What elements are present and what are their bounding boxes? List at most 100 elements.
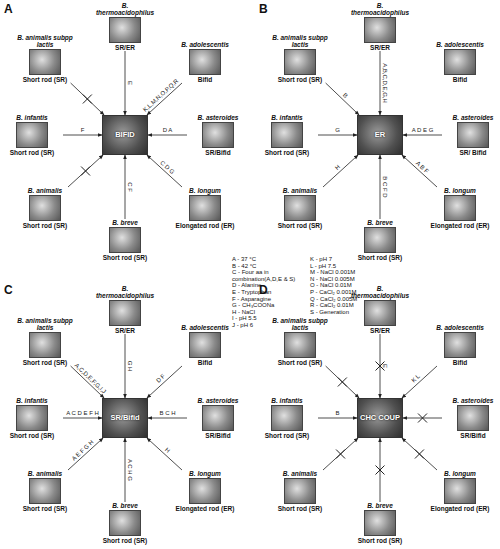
key-entry: B - 42 °C <box>232 263 308 270</box>
strain-micrograph-box: B. thermoacidophilusSR/ER <box>349 2 411 51</box>
morphology-label: SR/ER <box>94 44 156 51</box>
micrograph-image <box>189 49 221 75</box>
condition-codes: A,C,D,E,F,G,I,J <box>74 362 108 394</box>
micrograph-image <box>457 122 489 148</box>
species-name: B. animalis <box>14 470 76 477</box>
strain-micrograph-box: B. thermoacidophilusSR/ER <box>349 285 411 334</box>
key-entry: H - NaCl <box>232 309 308 316</box>
morphology-label: Short rod (SR) <box>269 505 331 512</box>
strain-micrograph-box: B. infantisShort rod (SR) <box>256 114 318 156</box>
condition-codes: G H <box>127 361 133 372</box>
center-micrograph: ER <box>357 115 403 155</box>
condition-codes: H <box>334 164 341 171</box>
micrograph-image <box>284 478 316 504</box>
condition-arrow <box>125 438 126 502</box>
strain-micrograph-box: B. animalis subpp lactisShort rod (SR) <box>14 317 76 366</box>
condition-arrow <box>147 438 182 470</box>
strain-micrograph-box: B. asteroidesSR/Bifid <box>442 397 500 439</box>
key-column: K - pH 7L - pH 7.5M - NaCl 0.001MN - NaC… <box>310 256 360 315</box>
condition-arrow <box>318 135 357 136</box>
condition-arrow <box>402 438 437 470</box>
key-entry: P - CaCl₂ 0.001M <box>310 289 360 296</box>
morphology-label: Short rod (SR) <box>269 76 331 83</box>
species-name: B. breve <box>349 219 411 226</box>
strain-micrograph-box: B. animalis subpp lactisShort rod (SR) <box>14 34 76 83</box>
strain-micrograph-box: B. adolescentisBifid <box>429 324 491 366</box>
micrograph-image <box>284 332 316 358</box>
species-name: B. longum <box>429 470 491 477</box>
strain-micrograph-box: B. longumElongated rod (ER) <box>174 187 236 229</box>
strain-micrograph-box: B. asteroidesSR/Bifid <box>187 397 249 439</box>
micrograph-image <box>109 300 141 326</box>
species-name: B. asteroides <box>187 114 249 121</box>
condition-arrow <box>147 155 182 187</box>
species-name: B. animalis <box>269 187 331 194</box>
morphology-title: ER <box>375 131 385 139</box>
condition-arrow <box>402 366 437 398</box>
morphology-label: SR/ Bifid <box>442 149 500 156</box>
condition-arrow <box>125 334 126 398</box>
panel-letter: C <box>4 283 13 297</box>
micrograph-image <box>364 510 396 536</box>
morphology-label: Bifid <box>429 359 491 366</box>
condition-arrow <box>71 83 104 115</box>
morphology-label: SR/ER <box>349 44 411 51</box>
micrograph-image <box>109 510 141 536</box>
morphology-title: SR/Bifid <box>110 414 139 422</box>
micrograph-image <box>444 49 476 75</box>
morphology-label: Bifid <box>429 76 491 83</box>
micrograph-image <box>109 227 141 253</box>
strain-micrograph-box: B. adolescentisBifid <box>429 41 491 83</box>
condition-arrow <box>148 418 187 419</box>
cross-group <box>81 95 427 475</box>
key-entry: R - CaCl₂ 0.01M <box>310 302 360 309</box>
condition-arrow <box>68 438 103 470</box>
species-name: B. thermoacidophilus <box>349 285 411 299</box>
condition-arrow <box>63 135 102 136</box>
strain-micrograph-box: B. infantisShort rod (SR) <box>256 397 318 439</box>
condition-codes: G <box>335 127 340 133</box>
strain-micrograph-box: B. longumElongated rod (ER) <box>429 187 491 229</box>
key-entry: G - CH₃COONa <box>232 302 308 309</box>
condition-codes: H <box>164 447 171 454</box>
morphology-label: Short rod (SR) <box>256 149 318 156</box>
micrograph-image <box>271 405 303 431</box>
condition-codes: B <box>342 92 349 99</box>
morphology-label: SR/Bifid <box>187 432 249 439</box>
species-name: B. adolescentis <box>429 324 491 331</box>
strain-micrograph-box: B. breveShort rod (SR) <box>94 502 156 544</box>
strain-micrograph-box: B. asteroidesSR/Bifid <box>187 114 249 156</box>
no-change-cross <box>336 450 345 459</box>
strain-micrograph-box: B. animalisShort rod (SR) <box>269 187 331 229</box>
morphology-label: Bifid <box>174 76 236 83</box>
micrograph-image <box>16 122 48 148</box>
strain-micrograph-box: B. breveShort rod (SR) <box>349 502 411 544</box>
condition-codes: A B F <box>415 160 430 174</box>
morphology-label: Elongated rod (ER) <box>174 222 236 229</box>
species-name: B. longum <box>429 187 491 194</box>
no-change-cross <box>83 95 92 104</box>
strain-micrograph-box: B. animalisShort rod (SR) <box>14 187 76 229</box>
species-name: B. animalis <box>14 187 76 194</box>
condition-arrow <box>402 155 437 187</box>
micrograph-image <box>271 122 303 148</box>
species-name: B. animalis <box>269 470 331 477</box>
species-name: B. asteroides <box>187 397 249 404</box>
species-name: B. animalis subpp lactis <box>269 317 331 331</box>
morphology-label: Short rod (SR) <box>94 537 156 544</box>
morphology-label: Bifid <box>174 359 236 366</box>
key-entry: A - 37 °C <box>232 256 308 263</box>
condition-codes: A,B,C,D,E,G,H <box>382 63 388 103</box>
key-entry: D - Alanine <box>232 282 308 289</box>
species-name: B. thermoacidophilus <box>94 285 156 299</box>
micrograph-image <box>189 478 221 504</box>
strain-micrograph-box: B. adolescentisBifid <box>174 41 236 83</box>
micrograph-image <box>444 332 476 358</box>
condition-codes: B <box>335 410 339 416</box>
species-name: B. infantis <box>1 397 63 404</box>
condition-codes: A C D E F H <box>66 410 99 416</box>
condition-arrow <box>380 51 381 115</box>
center-micrograph: BIFID <box>102 115 148 155</box>
micrograph-image: ER <box>357 115 403 155</box>
strain-micrograph-box: B. adolescentisBifid <box>174 324 236 366</box>
